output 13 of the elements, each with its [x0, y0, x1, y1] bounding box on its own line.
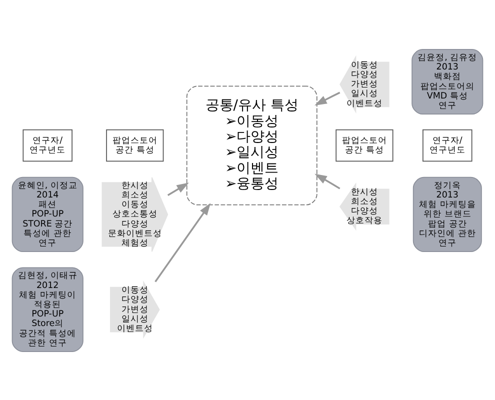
arrow	[314, 173, 340, 189]
arrow	[167, 182, 189, 196]
node-box: 공통/유사 특성 ➢이동성 ➢다양성 ➢일시성 ➢이벤트 ➢융통성	[186, 85, 318, 205]
node-box: 팝업스토어 공간 특성	[106, 128, 164, 162]
node-box: 윤혜인, 이정교 2014 패션 POP-UP STORE 공간 특성에 관한 연구	[12, 176, 84, 252]
arrow	[154, 202, 211, 282]
arrow	[314, 91, 340, 106]
node-box: 팝업스토어 공간 특성	[336, 128, 394, 162]
node-box: 김현정, 이태규 2012 체험 마케팅이 적용된 POP-UP Store의 공간적 특성에 관한 연구	[12, 266, 84, 352]
node-box: 연구자/ 연구년도	[422, 128, 472, 162]
node-box: 정기옥 2013 체험 마케팅을 위한 브랜드 팝업 공간 디자인에 관한 연구	[412, 176, 482, 252]
node-box: 연구자/ 연구년도	[22, 128, 72, 162]
node-box: 김윤정, 김유정 2013 백화점 팝업스토어의 VMD 특성 연구	[412, 48, 484, 114]
